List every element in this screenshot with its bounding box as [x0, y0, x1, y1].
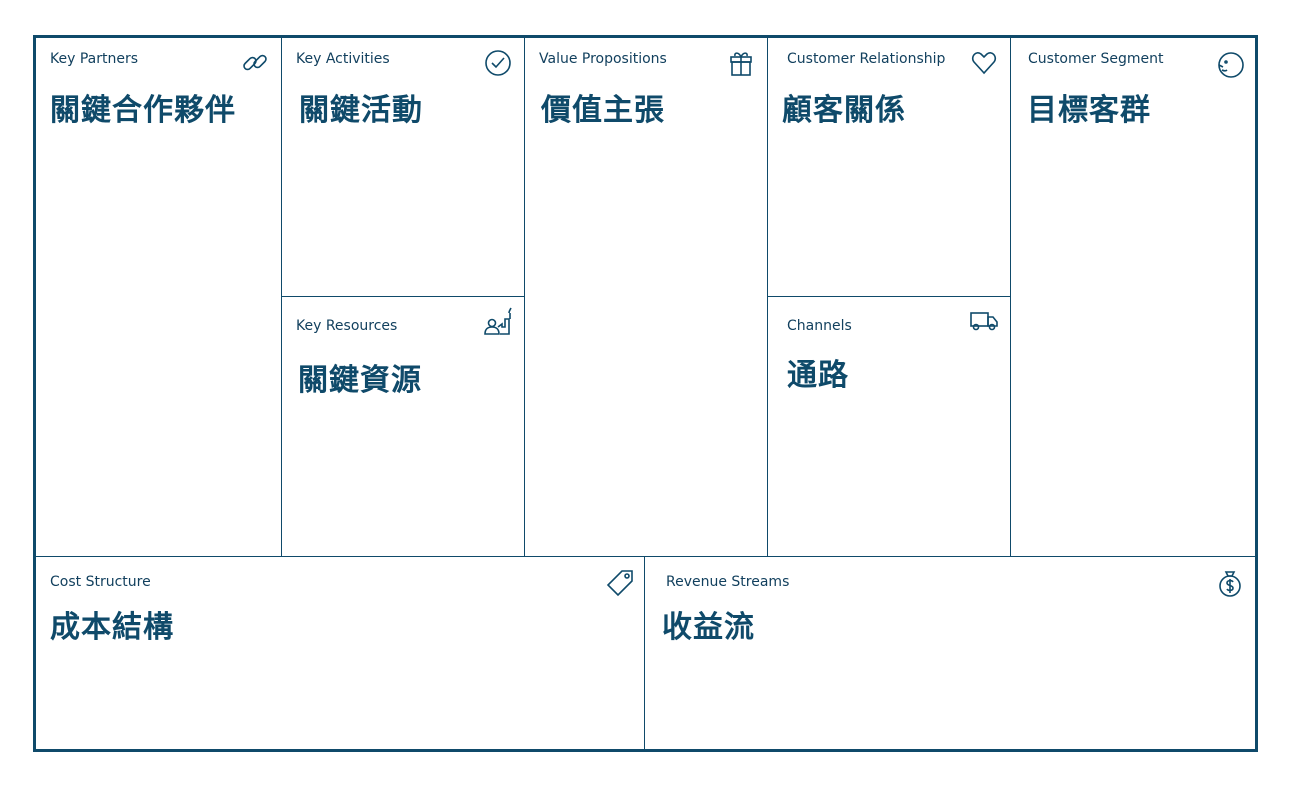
- heart-icon: [970, 49, 998, 77]
- channels-title: 通路: [787, 358, 849, 393]
- cost-structure-title: 成本結構: [50, 610, 174, 645]
- revenue-streams-block: Revenue Streams 收益流: [644, 556, 1257, 750]
- price-tag-icon: [606, 569, 634, 597]
- key-activities-label: Key Activities: [296, 51, 390, 67]
- checkmark-circle-icon: [484, 49, 512, 77]
- revenue-streams-label: Revenue Streams: [666, 574, 790, 590]
- channels-label: Channels: [787, 318, 852, 334]
- key-resources-label: Key Resources: [296, 318, 398, 334]
- truck-icon: [970, 306, 998, 334]
- customer-segment-block: Customer Segment 目標客群: [1010, 37, 1257, 557]
- value-propositions-label: Value Propositions: [539, 51, 667, 67]
- key-partners-label: Key Partners: [50, 51, 139, 67]
- key-partners-title: 關鍵合作夥伴: [50, 93, 236, 128]
- customer-relationship-label: Customer Relationship: [787, 51, 946, 67]
- gift-icon: [727, 49, 755, 77]
- value-propositions-block: Value Propositions 價值主張: [524, 37, 768, 557]
- key-activities-block: Key Activities 關鍵活動: [281, 37, 525, 297]
- customer-relationship-title: 顧客關係: [782, 93, 906, 128]
- money-bag-icon: [1216, 569, 1244, 597]
- link-icon: [241, 49, 269, 77]
- customer-relationship-block: Customer Relationship 顧客關係: [767, 37, 1011, 297]
- customer-segment-title: 目標客群: [1027, 93, 1151, 128]
- revenue-streams-title: 收益流: [662, 610, 755, 645]
- key-partners-block: Key Partners 關鍵合作夥伴: [35, 37, 282, 557]
- cost-structure-label: Cost Structure: [50, 574, 151, 590]
- worker-factory-icon: [484, 307, 512, 335]
- key-resources-title: 關鍵資源: [298, 363, 422, 398]
- value-propositions-title: 價值主張: [541, 93, 665, 128]
- key-resources-block: Key Resources 關鍵資源: [281, 296, 525, 557]
- key-activities-title: 關鍵活動: [299, 93, 423, 128]
- face-icon: [1216, 51, 1244, 79]
- customer-segment-label: Customer Segment: [1028, 51, 1164, 67]
- cost-structure-block: Cost Structure 成本結構: [35, 556, 645, 750]
- channels-block: Channels 通路: [767, 296, 1011, 557]
